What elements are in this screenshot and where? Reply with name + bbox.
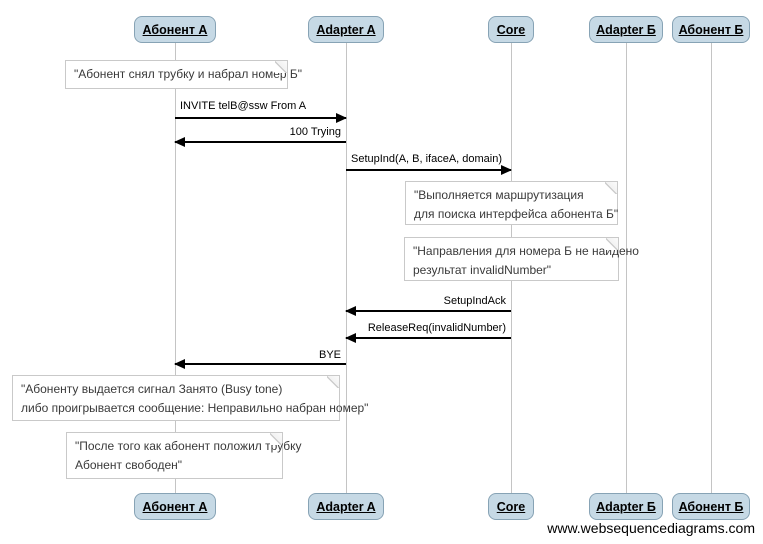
message-label: INVITE telB@ssw From A [180,100,307,112]
actor-label: Абонент Б [678,499,744,514]
lifeline-adapter-b [626,43,627,493]
actor-label: Adapter Б [596,22,656,37]
actor-box-abonent-a-bottom: Абонент А [134,493,216,520]
message-bye: BYE [174,349,346,369]
message-label: SetupIndAck [443,295,506,307]
actor-label: Adapter A [316,499,376,514]
message-label: SetupInd(A, B, ifaceA, domain) [351,153,503,165]
note-routing: "Выполняется маршрутизация для поиска ин… [405,181,618,225]
message-line [346,310,511,312]
actor-label: Абонент А [142,22,208,37]
note-subscriber-free: "После того как абонент положил трубку А… [66,432,302,479]
note-line: "Абонент снял трубку и набрал номер Б" [74,67,303,81]
note-fold-icon [275,61,287,73]
note-fold-icon [327,376,339,388]
actor-box-adapter-a-top: Adapter A [308,16,384,43]
message-line [346,169,511,171]
note-line: "Выполняется маршрутизация [414,188,584,202]
message-line [346,337,511,339]
note-line: "Абоненту выдается сигнал Занято (Busy t… [21,382,283,396]
actor-label: Core [496,22,526,37]
message-line [175,141,346,143]
note-no-direction: "Направления для номера Б не найдено рез… [404,237,639,281]
lifeline-abonent-a [175,43,176,493]
actor-box-abonent-b-bottom: Абонент Б [672,493,750,520]
note-line: либо проигрывается сообщение: Неправильн… [21,401,369,415]
message-line [175,117,346,119]
message-label: 100 Trying [289,126,341,138]
note-line: результат invalidNumber" [413,263,552,277]
actor-box-abonent-a-top: Абонент А [134,16,216,43]
lifeline-adapter-a [346,43,347,493]
message-setupind: SetupInd(A, B, ifaceA, domain) [346,153,512,175]
actor-box-adapter-b-top: Adapter Б [589,16,663,43]
arrowhead-right-icon [501,165,512,175]
actor-label: Core [496,499,526,514]
arrowhead-left-icon [345,333,356,343]
arrowhead-left-icon [345,306,356,316]
note-line: Абонент свободен" [75,458,183,472]
lifeline-abonent-b [711,43,712,493]
note-line: "Направления для номера Б не найдено [413,244,639,258]
message-label: ReleaseReq(invalidNumber) [367,322,506,334]
watermark: www.websequencediagrams.com [547,520,755,536]
actor-label: Абонент А [142,499,208,514]
actor-box-adapter-b-bottom: Adapter Б [589,493,663,520]
actor-box-core-top: Core [488,16,534,43]
message-releasereq: ReleaseReq(invalidNumber) [345,322,511,343]
message-setupindack: SetupIndAck [345,295,511,316]
actor-box-adapter-a-bottom: Adapter A [308,493,384,520]
note-line: "После того как абонент положил трубку [75,439,302,453]
note-subscriber-dialed: "Абонент снял трубку и набрал номер Б" [65,60,303,89]
actor-label: Adapter A [316,22,376,37]
note-fold-icon [270,433,282,445]
actor-box-core-bottom: Core [488,493,534,520]
message-label: BYE [318,349,341,361]
note-fold-icon [605,182,617,194]
actor-box-abonent-b-top: Абонент Б [672,16,750,43]
message-100-trying: 100 Trying [174,126,346,147]
arrowhead-left-icon [174,137,185,147]
arrowhead-left-icon [174,359,185,369]
arrowhead-right-icon [336,113,347,123]
note-busy-tone: "Абоненту выдается сигнал Занято (Busy t… [12,375,369,421]
actor-label: Adapter Б [596,499,656,514]
note-fold-icon [606,238,618,250]
actor-label: Абонент Б [678,22,744,37]
message-invite: INVITE telB@ssw From A [175,100,347,123]
message-line [175,363,346,365]
note-line: для поиска интерфейса абонента Б" [414,207,619,221]
